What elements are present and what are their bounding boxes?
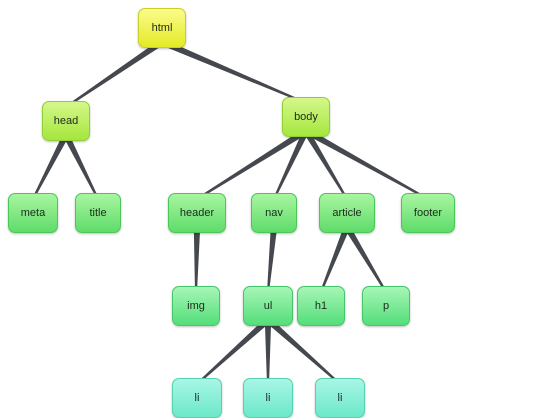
edge-ul-li3 [265,317,341,385]
tree-node-ul[interactable]: ul [243,286,293,326]
tree-node-nav[interactable]: nav [251,193,297,233]
node-label: head [53,115,79,127]
tree-node-li3[interactable]: li [315,378,365,418]
edge-html-body [160,39,307,104]
node-label: body [294,111,318,123]
node-label: title [89,207,107,219]
node-label: html [151,22,173,34]
tree-node-header[interactable]: header [168,193,226,233]
edge-article-p [344,225,387,293]
tree-node-img[interactable]: img [172,286,220,326]
tree-node-head[interactable]: head [42,101,90,141]
edge-ul-li1 [196,317,271,385]
tree-node-h1[interactable]: h1 [297,286,345,326]
node-label: img [187,300,205,312]
edge-header-img [193,226,201,293]
edge-body-nav [273,129,309,200]
node-label: li [194,392,200,404]
edge-head-title [63,133,99,200]
edge-ul-li2 [264,320,272,384]
edge-body-article [303,129,348,200]
tree-edges [32,39,429,385]
node-label: p [382,300,390,312]
node-label: header [179,207,215,219]
tree-node-p[interactable]: p [362,286,410,326]
tree-node-footer[interactable]: footer [401,193,455,233]
tree-node-html[interactable]: html [138,8,186,48]
node-label: article [332,207,362,219]
edge-body-header [196,128,308,200]
node-label: h1 [314,300,328,312]
node-label: footer [413,207,443,219]
dom-tree-diagram: html head body meta title header nav article foo… [8,8,455,418]
tree-node-li1[interactable]: li [172,378,222,418]
edge-body-footer [304,128,429,200]
node-label: ul [263,300,273,312]
tree-node-li2[interactable]: li [243,378,293,418]
edge-nav-ul [267,226,278,293]
edge-head-meta [32,133,69,200]
node-label: nav [265,207,283,219]
node-label: li [265,392,271,404]
node-label: meta [20,207,46,219]
tree-node-article[interactable]: article [319,193,375,233]
edge-article-h1 [320,225,350,293]
edge-html-head [65,39,164,108]
node-label: li [337,392,343,404]
tree-node-title[interactable]: title [75,193,121,233]
tree-node-meta[interactable]: meta [8,193,58,233]
tree-node-body[interactable]: body [282,97,330,137]
